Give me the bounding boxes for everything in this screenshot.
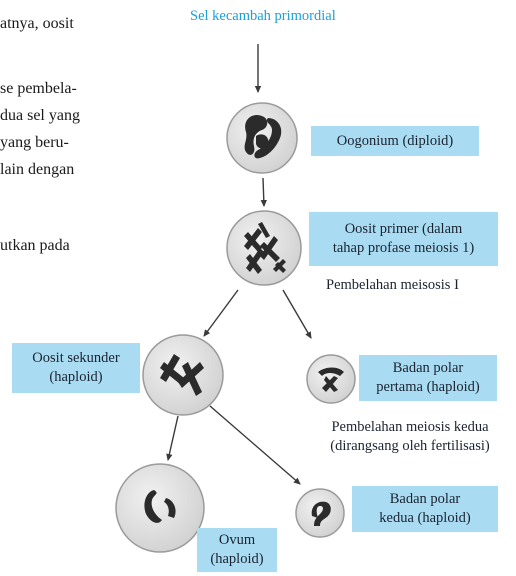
arrow-sekunder-to-polar2 [209, 405, 301, 485]
oosit-primer-cell [226, 210, 302, 286]
ovum-cell [115, 463, 205, 553]
polar-body-1-label: Badan polar pertama (haploid) [359, 355, 497, 401]
polar-body-2-cell [295, 488, 345, 538]
arrow-sekunder-to-ovum [166, 415, 179, 461]
oosit-primer-label: Oosit primer (dalam tahap profase meiosi… [309, 212, 498, 266]
start-label: Sel kecambah primordial [190, 8, 336, 24]
oosit-sekunder-cell [142, 334, 224, 416]
text-line: lain dengan [0, 161, 75, 178]
arrow-primer-to-polar1 [282, 289, 312, 339]
meiosis-2-label: Pembelahan meiosis kedua (dirangsang ole… [330, 419, 490, 454]
arrow-oogonium-to-primer [260, 177, 267, 207]
arrow-primer-to-sekunder [203, 289, 239, 337]
polar-body-2-label: Badan polar kedua (haploid) [352, 486, 498, 532]
text-line: dua sel yang [0, 107, 80, 124]
meiosis-1-label: Pembelahan meisosis I [326, 277, 459, 293]
polar-body-1-cell [306, 354, 356, 404]
ovum-label: Ovum (haploid) [197, 528, 277, 572]
oosit-sekunder-label: Oosit sekunder (haploid) [12, 343, 140, 393]
oogonium-label: Oogonium (diploid) [311, 126, 479, 156]
oogonium-cell [226, 102, 298, 174]
text-line: utkan pada [0, 237, 70, 254]
text-line: atnya, oosit [0, 15, 74, 32]
text-line: yang beru- [0, 134, 69, 151]
text-line: se pembela- [0, 80, 77, 97]
